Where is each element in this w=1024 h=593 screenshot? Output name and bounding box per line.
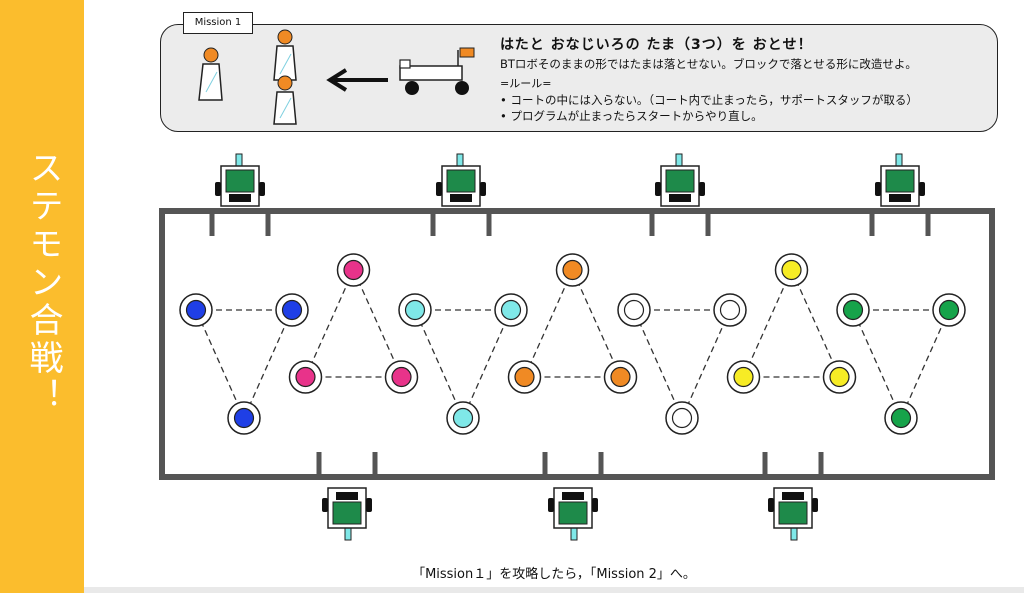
ball-link [852, 309, 902, 419]
ball-green [842, 299, 864, 321]
robot-flag-icon [399, 47, 475, 95]
mission-box [160, 24, 998, 132]
ball-blue [281, 299, 303, 321]
ball-groups [179, 253, 966, 435]
ball-group-pink [288, 253, 419, 394]
bt-robot-icon [321, 487, 373, 541]
sidebar: ステモン合戦！ [0, 0, 84, 593]
ball-yellow [829, 366, 850, 388]
rule-item: • プログラムが止まったらスタートからやり直し。 [500, 109, 763, 123]
arrow-left-icon [326, 68, 388, 92]
mission-description: BTロボそのままの形ではたまは落とせない。ブロックで落とせる形に改造せよ。 [500, 57, 917, 71]
ball-orange [610, 366, 631, 388]
ball-yellow [781, 259, 802, 281]
ball-link [195, 309, 245, 419]
ball-cyan [452, 407, 474, 429]
ball-group-green [836, 293, 966, 435]
ball-white [719, 299, 741, 321]
ball-link [243, 309, 293, 419]
ball-pink [295, 366, 316, 388]
caption: 「Mission１」を攻略したら，「Mission 2」へ。 [412, 567, 696, 582]
ball-link [414, 309, 464, 419]
mission-tag: Mission 1 [183, 12, 253, 34]
bt-robot-icon [547, 487, 599, 541]
ball-group-orange [507, 253, 638, 394]
court-gates [209, 211, 931, 477]
ball-cyan [404, 299, 426, 321]
person-icon [273, 29, 297, 81]
ball-blue [233, 407, 255, 429]
ball-link [633, 309, 683, 419]
ball-cyan [500, 299, 522, 321]
ball-link [900, 309, 950, 419]
sidebar-title: ステモン合戦！ [23, 150, 63, 416]
ball-link [352, 269, 403, 378]
rules-header: =ルール= [500, 77, 552, 90]
ball-orange [562, 259, 583, 281]
ball-white [671, 407, 693, 429]
bt-robot-icon [767, 487, 819, 541]
ball-group-white [617, 293, 747, 435]
ball-pink [343, 259, 364, 281]
ball-group-cyan [398, 293, 528, 435]
ball-link [523, 269, 574, 378]
ball-orange [514, 366, 535, 388]
ball-white [623, 299, 645, 321]
ball-green [938, 299, 960, 321]
ball-link [790, 269, 841, 378]
ball-link [304, 269, 355, 378]
bt-robot-icon [435, 153, 487, 207]
ball-blue [185, 299, 207, 321]
bottom-strip [84, 587, 1024, 593]
rule-item: • コートの中には入らない。（コート内で止まったら，サポートスタッフが取る） [500, 93, 918, 107]
ball-green [890, 407, 912, 429]
ball-group-yellow [726, 253, 857, 394]
bt-robot-icon [654, 153, 706, 207]
ball-yellow [733, 366, 754, 388]
ball-link [742, 269, 793, 378]
ball-link [571, 269, 622, 378]
person-icon [198, 47, 223, 101]
bt-robot-icon [214, 153, 266, 207]
ball-pink [391, 366, 412, 388]
ball-link [681, 309, 731, 419]
ball-group-blue [179, 293, 309, 435]
court [159, 208, 995, 480]
ball-link [462, 309, 512, 419]
mission-heading: はたと おなじいろの たま（3つ）を おとせ！ [500, 37, 813, 53]
bt-robot-icon [874, 153, 926, 207]
person-icon [273, 75, 297, 125]
